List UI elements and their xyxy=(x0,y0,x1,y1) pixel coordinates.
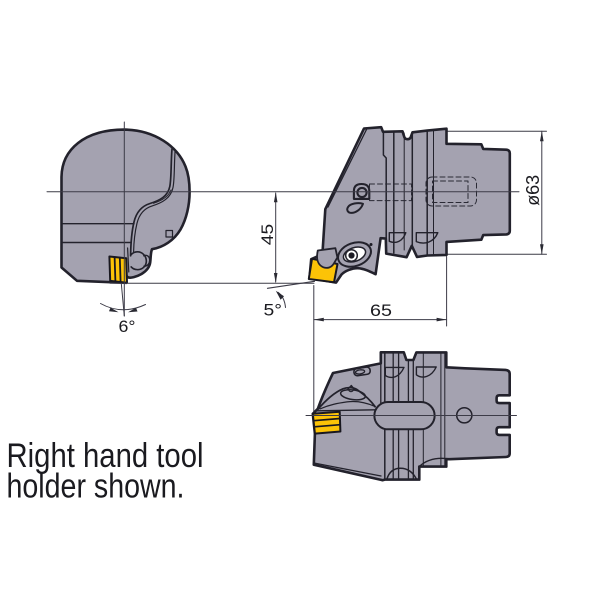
svg-text:5°: 5° xyxy=(264,300,283,319)
svg-text:Right hand tool: Right hand tool xyxy=(7,437,204,475)
svg-text:65: 65 xyxy=(370,301,392,320)
svg-text:ø63: ø63 xyxy=(523,175,543,206)
svg-text:6°: 6° xyxy=(119,317,136,336)
svg-text:45: 45 xyxy=(258,224,277,246)
svg-text:holder shown.: holder shown. xyxy=(7,468,185,506)
